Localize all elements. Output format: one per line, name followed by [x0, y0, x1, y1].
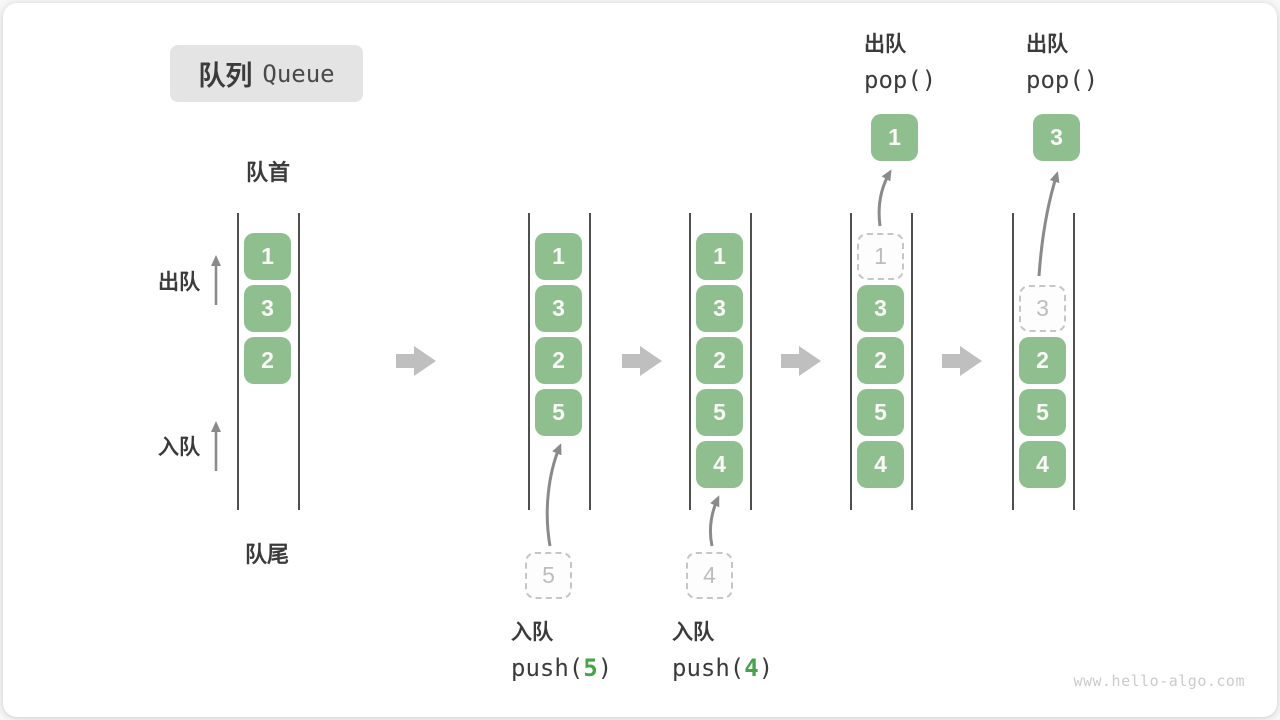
code-pre: push( [672, 654, 745, 682]
queue-cell: 4 [696, 441, 743, 488]
queue-cell: 3 [244, 285, 291, 332]
enqueue-op-label: 入队 push(4) [672, 616, 773, 686]
queue-wall-right [1073, 213, 1075, 510]
queue-cell: 1 [535, 233, 582, 280]
queue-cell: 5 [696, 389, 743, 436]
queue-cell: 5 [857, 389, 904, 436]
queue-wall-left [1012, 213, 1014, 510]
queue-cell: 2 [857, 337, 904, 384]
dequeue-op-label: 出队 pop() [864, 28, 936, 98]
queue-wall-right [298, 213, 300, 510]
queue-cell: 2 [535, 337, 582, 384]
code-arg: 5 [583, 654, 598, 682]
queue-wall-right [750, 213, 752, 510]
queue-wall-left [528, 213, 530, 510]
staged-cell: 4 [686, 552, 733, 599]
queue-cell: 3 [857, 285, 904, 332]
code-arg: 4 [744, 654, 759, 682]
dequeue-op-code: pop() [1026, 66, 1099, 94]
enqueue-op-code: push(5) [511, 650, 612, 686]
queue-front-label: 队首 [245, 160, 290, 185]
queue-wall-left [850, 213, 852, 510]
dequeue-op-label: 出队 pop() [1026, 28, 1098, 98]
title-zh: 队列 [198, 61, 253, 91]
queue-cell: 2 [1019, 337, 1066, 384]
pop-arrow-3 [1037, 171, 1060, 277]
transition-arrow-3 [781, 346, 821, 376]
enqueue-op-zh: 入队 [511, 621, 553, 644]
title-en: Queue [262, 59, 335, 88]
transition-arrow-1 [396, 346, 436, 376]
push-arrow-4 [709, 495, 720, 547]
enqueue-side-label: 入队 [158, 436, 200, 459]
dequeue-side-label: 出队 [158, 271, 200, 294]
enqueue-op-label: 入队 push(5) [511, 616, 612, 686]
code-post: ) [597, 654, 613, 682]
transition-arrow-4 [942, 346, 982, 376]
code-pre: push( [511, 654, 584, 682]
queue-wall-right [911, 213, 913, 510]
queue-wall-right [589, 213, 591, 510]
popped-cell: 1 [871, 114, 918, 161]
title-box: 队列 Queue [170, 45, 363, 102]
queue-cell: 3 [535, 285, 582, 332]
queue-cell: 1 [244, 233, 291, 280]
queue-cell: 4 [1019, 441, 1066, 488]
queue-cell: 5 [535, 389, 582, 436]
dequeue-op-zh: 出队 [864, 33, 906, 56]
code-post: ) [758, 654, 774, 682]
enqueue-op-code: push(4) [672, 650, 773, 686]
queue-cell-ghost: 3 [1019, 285, 1066, 332]
enqueue-op-zh: 入队 [672, 621, 714, 644]
queue-cell: 5 [1019, 389, 1066, 436]
queue-wall-left [237, 213, 239, 510]
queue-rear-label: 队尾 [244, 542, 289, 567]
queue-wall-left [689, 213, 691, 510]
queue-cell: 2 [244, 337, 291, 384]
queue-cell: 3 [696, 285, 743, 332]
queue-cell: 4 [857, 441, 904, 488]
watermark: www.hello-algo.com [1073, 672, 1245, 690]
dequeue-op-code: pop() [864, 66, 937, 94]
staged-cell: 5 [525, 552, 572, 599]
pop-arrow-1 [877, 169, 892, 227]
dequeue-op-zh: 出队 [1026, 33, 1068, 56]
queue-cell-ghost: 1 [857, 233, 904, 280]
transition-arrow-2 [622, 346, 662, 376]
queue-cell: 2 [696, 337, 743, 384]
push-arrow-5 [545, 443, 562, 547]
popped-cell: 3 [1033, 114, 1080, 161]
queue-cell: 1 [696, 233, 743, 280]
